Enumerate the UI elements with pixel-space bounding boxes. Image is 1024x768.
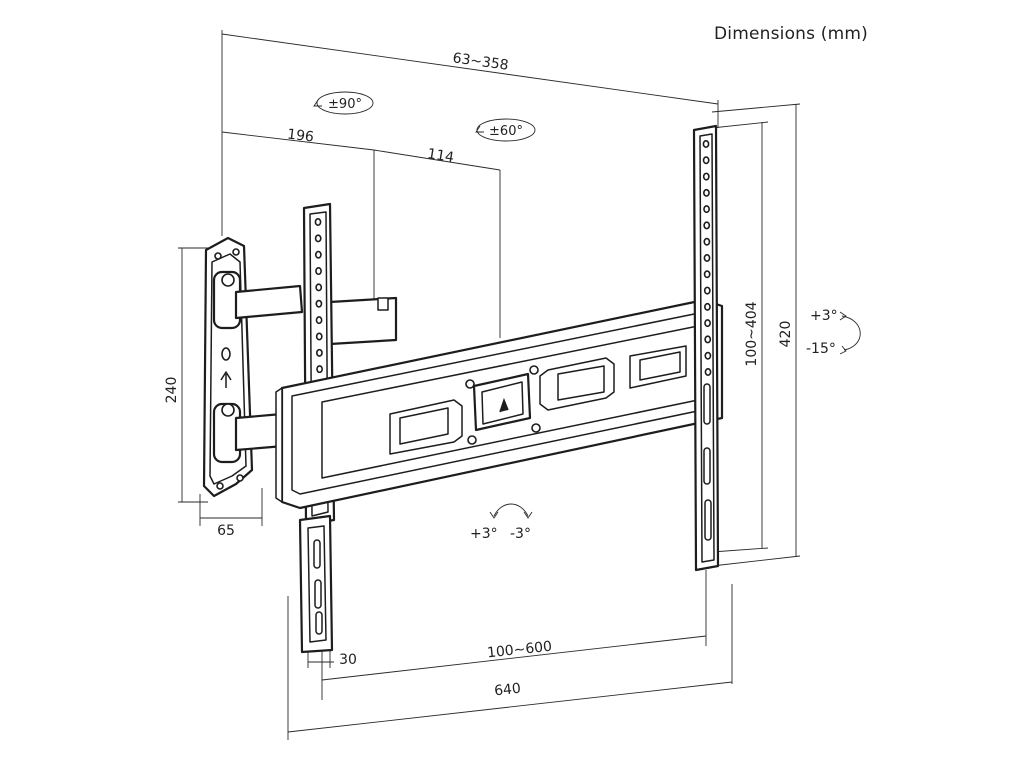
mounting-hole [703, 205, 710, 214]
label-vesa-vertical: 100~404 [744, 301, 760, 366]
rotation-tilt: +3° -15° [806, 308, 861, 357]
label-arm-segment-1: 196 [286, 126, 315, 145]
mounting-hole [314, 250, 322, 259]
mounting-hole [704, 367, 712, 376]
label-arm-segment-2: 114 [426, 146, 455, 166]
mounting-hole [704, 351, 712, 360]
label-tilt-down: -15° [806, 341, 836, 357]
label-wall-plate-height: 240 [164, 377, 180, 404]
mounting-hole [704, 335, 712, 344]
mounting-hole [702, 156, 710, 165]
dimension-lines [178, 30, 801, 740]
mounting-hole [703, 270, 711, 279]
mounting-hole [703, 237, 711, 246]
mounting-hole [315, 267, 322, 276]
label-arm-rail-width: 30 [339, 652, 357, 668]
rotation-swivel-arm: ±90° [313, 91, 374, 115]
mounting-hole [702, 140, 710, 149]
mounting-hole [315, 283, 323, 292]
label-wall-plate-width: 65 [217, 523, 235, 539]
mounting-hole [315, 299, 323, 308]
mounting-hole [316, 365, 323, 374]
dimension-labels: 63~358 196 114 240 65 100~404 420 100~60… [164, 50, 794, 699]
mounting-hole [315, 316, 323, 325]
mounting-hole [704, 302, 711, 311]
rotation-roll: +3° -3° [470, 503, 533, 542]
horizontal-rail [275, 298, 724, 510]
diagram-title: Dimensions (mm) [713, 24, 868, 44]
label-vesa-horizontal: 100~600 [486, 639, 553, 662]
mounting-hole [703, 188, 710, 197]
front-left-vesa-strip [298, 514, 334, 654]
label-arm-extension: 63~358 [452, 50, 510, 74]
label-bracket-width: 640 [493, 681, 521, 700]
label-roll-minus: -3° [510, 526, 531, 542]
label-tilt-up: +3° [810, 308, 838, 324]
mounting-hole [315, 332, 323, 341]
label-swivel-arm: ±90° [328, 97, 362, 112]
mounting-hole [703, 221, 711, 230]
mounting-hole [703, 254, 711, 263]
label-bracket-height: 420 [778, 321, 794, 348]
mounting-hole [314, 234, 322, 243]
mounting-hole [703, 286, 711, 295]
mounting-hole [316, 348, 323, 357]
label-swivel-head: ±60° [489, 124, 523, 139]
mounting-hole [704, 319, 711, 328]
wall-plate [202, 236, 254, 498]
mounting-hole [314, 218, 322, 227]
label-roll-plus: +3° [470, 526, 498, 542]
mounting-hole [702, 172, 710, 181]
right-vesa-strip [692, 124, 720, 572]
rotation-swivel-head: ±60° [475, 118, 536, 142]
